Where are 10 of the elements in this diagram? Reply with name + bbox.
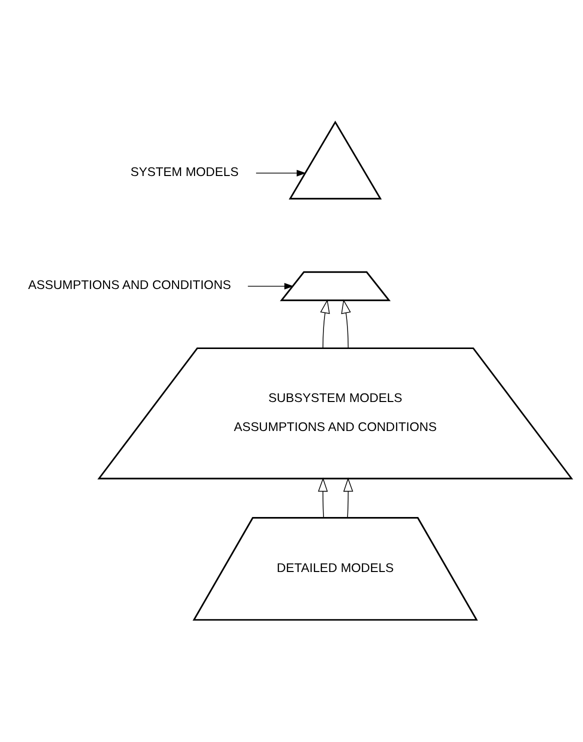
arrow <box>248 282 294 290</box>
node-text: ASSUMPTIONS AND CONDITIONS <box>28 278 232 292</box>
arrow <box>318 478 328 518</box>
arrow <box>343 478 354 518</box>
node-trapezium <box>280 271 391 302</box>
arrow <box>256 170 306 176</box>
arrow <box>320 299 330 348</box>
arrow <box>341 299 351 348</box>
node-triangle <box>288 120 382 200</box>
node-text: SYSTEM MODELS <box>130 165 239 180</box>
